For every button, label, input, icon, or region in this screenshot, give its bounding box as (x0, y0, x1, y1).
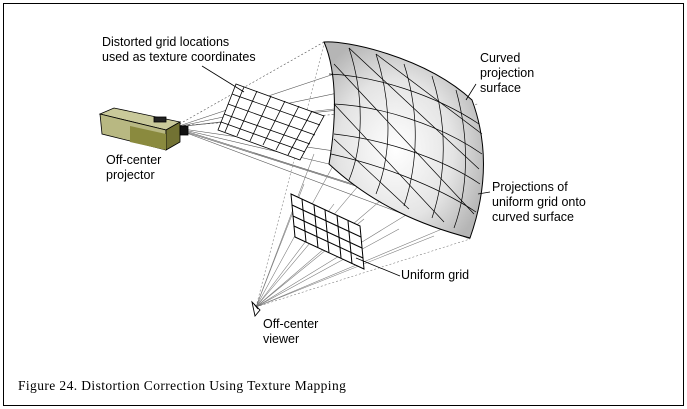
distorted-grid (217, 83, 325, 161)
label-distorted-grid: Distorted grid locations used as texture… (102, 35, 256, 64)
distortion-correction-diagram (98, 41, 491, 317)
label-projections: Projections of uniform grid onto curved … (492, 180, 586, 224)
label-projector: Off-center projector (106, 153, 162, 182)
leader-lines (201, 65, 491, 277)
viewer-eye-icon (251, 300, 261, 317)
projector-icon (98, 107, 189, 151)
figure-frame: Distorted grid locations used as texture… (3, 3, 684, 406)
label-viewer: Off-center viewer (263, 317, 319, 346)
uniform-grid (290, 193, 365, 270)
label-uniform-grid: Uniform grid (401, 268, 470, 282)
label-curved-surface: Curved projection surface (480, 51, 535, 95)
curved-projection-surface (323, 41, 484, 239)
figure-caption: Figure 24. Distortion Correction Using T… (18, 378, 347, 393)
